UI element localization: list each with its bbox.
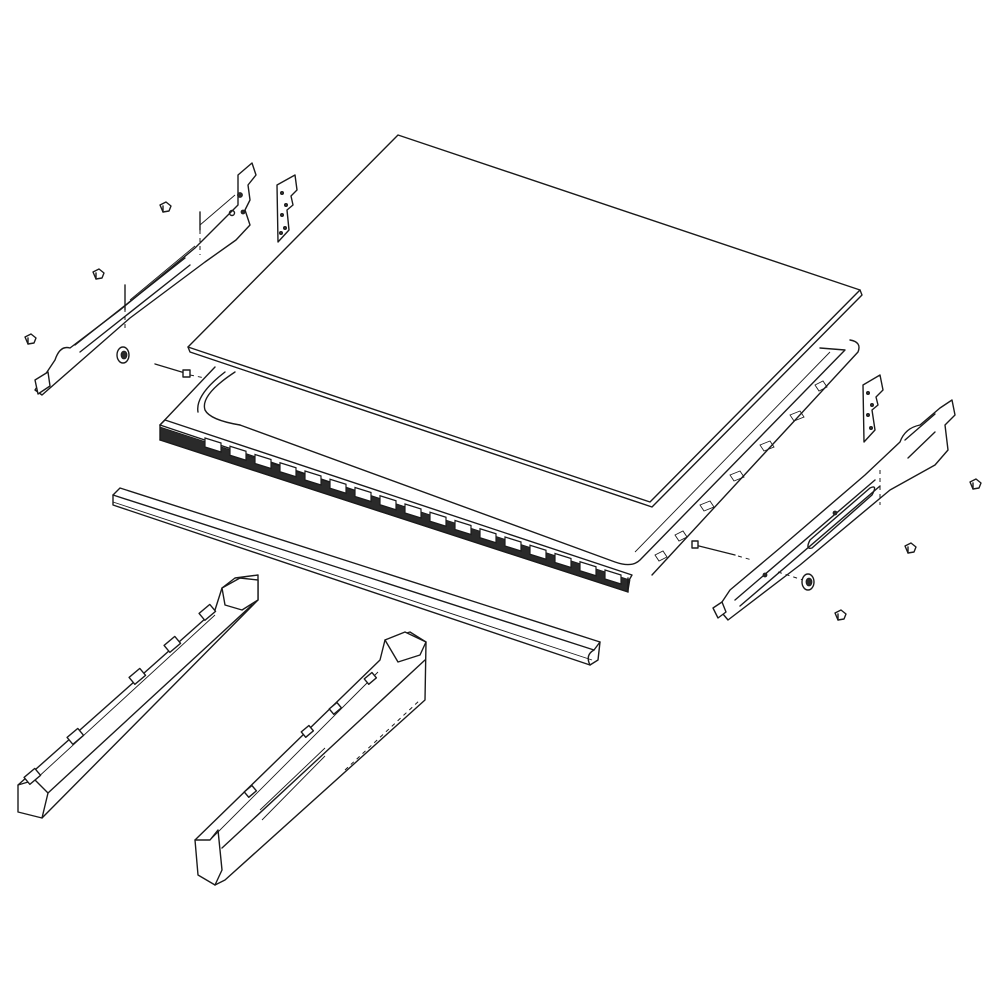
vent-slot [554, 552, 572, 569]
vent-slot [429, 511, 447, 528]
pins [154, 363, 753, 561]
vent-slot [404, 503, 422, 519]
grommets [116, 346, 815, 591]
screws [24, 201, 982, 621]
door-frame [159, 339, 860, 593]
vent-slot [229, 445, 247, 462]
vent-slot [604, 569, 622, 585]
right-bracket-plate [862, 374, 884, 443]
vent-slot [279, 461, 297, 478]
side-edge-details [654, 380, 828, 562]
vent-slot [454, 519, 472, 536]
vent-slot [504, 536, 522, 552]
vent-slot [204, 437, 222, 453]
runner-clips [23, 603, 217, 786]
right-lower-runner [194, 631, 427, 886]
screw-icon [834, 609, 847, 621]
pin-icon [691, 540, 753, 561]
grommet-icon [777, 571, 815, 591]
screw-icon [92, 268, 105, 280]
vent-slot [529, 544, 547, 561]
vent-slot [304, 470, 322, 486]
vent-slot [329, 478, 347, 495]
grommet-icon [116, 346, 130, 364]
screw-icon [969, 478, 982, 490]
glass-panel [187, 134, 863, 508]
right-slide-rail [712, 399, 956, 621]
vent-slot [579, 560, 597, 577]
left-slide-rail [34, 162, 257, 396]
left-bracket-plate [276, 174, 298, 243]
vent-slot [354, 486, 372, 503]
screw-icon [904, 542, 917, 554]
alignment-lines [124, 230, 201, 330]
screw-icon [159, 201, 172, 213]
left-lower-runner [17, 574, 259, 819]
front-trim-bar [112, 487, 601, 666]
screw-icon [24, 333, 37, 345]
vent-slot [479, 527, 497, 544]
vent-slot [254, 453, 272, 470]
vent-slots [204, 437, 622, 585]
pin-icon [154, 363, 206, 379]
vent-slot [379, 494, 397, 511]
